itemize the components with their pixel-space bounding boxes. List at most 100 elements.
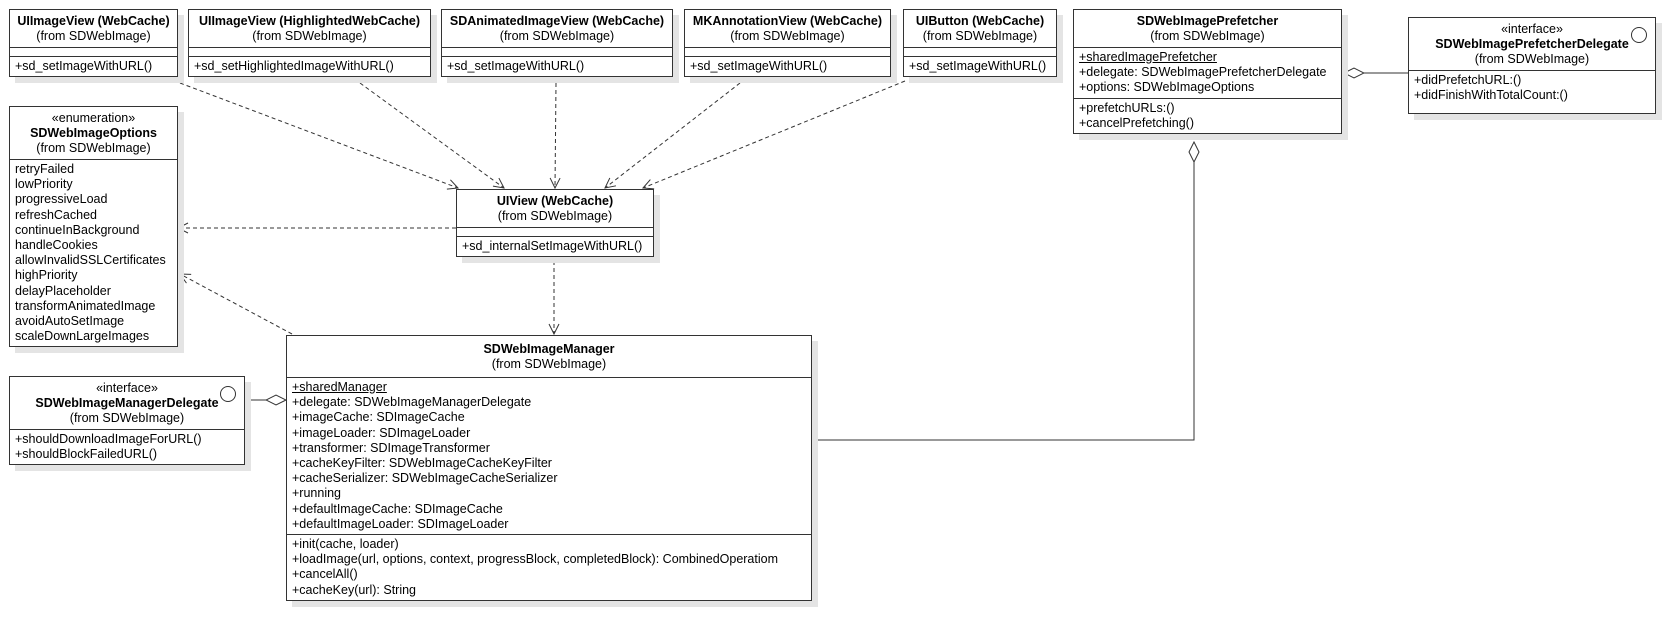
method: +loadImage(url, options, context, progre… xyxy=(292,552,778,567)
attributes-section xyxy=(457,227,653,236)
class-package: (from SDWebImage) xyxy=(497,209,613,223)
class-mkannotationview-webcache[interactable]: MKAnnotationView (WebCache) (from SDWebI… xyxy=(684,9,891,78)
attribute: +running xyxy=(292,486,341,501)
attributes-section xyxy=(10,47,177,56)
method: +sd_setImageWithURL() xyxy=(690,59,828,73)
class-name: SDWebImageManager xyxy=(483,342,615,356)
interface-circle-icon xyxy=(220,386,236,402)
enum-value: transformAnimatedImage xyxy=(15,298,156,313)
enum-values-section: retryFailed lowPriority progressiveLoad … xyxy=(10,159,177,346)
static-attribute: +sharedManager xyxy=(292,380,387,394)
attribute: +imageLoader: SDImageLoader xyxy=(292,425,471,440)
enum-value: scaleDownLargeImages xyxy=(15,329,150,344)
method: +cancelAll() xyxy=(292,567,358,582)
class-name: UIView (WebCache) xyxy=(496,194,614,208)
class-package: (from SDWebImage) xyxy=(491,357,607,371)
class-header: SDAnimatedImageView (WebCache) (from SDW… xyxy=(442,10,672,47)
class-uiimageview-highlighted-webcache[interactable]: UIImageView (HighlightedWebCache) (from … xyxy=(188,9,431,78)
method: +cancelPrefetching() xyxy=(1079,115,1194,130)
methods-section: +sd_setImageWithURL() xyxy=(904,56,1056,76)
class-name: SDWebImagePrefetcher xyxy=(1136,14,1279,28)
dependency-manager-options xyxy=(180,274,293,335)
attribute: +cacheKeyFilter: SDWebImageCacheKeyFilte… xyxy=(292,456,552,471)
class-name: SDWebImagePrefetcherDelegate xyxy=(1435,37,1629,51)
class-sdanimatedimageview-webcache[interactable]: SDAnimatedImageView (WebCache) (from SDW… xyxy=(441,9,673,78)
class-package: (from SDWebImage) xyxy=(1474,52,1590,66)
class-header: UIView (WebCache) (from SDWebImage) xyxy=(457,190,653,227)
class-name: MKAnnotationView (WebCache) xyxy=(692,14,883,28)
method: +sd_setHighlightedImageWithURL() xyxy=(194,59,394,73)
method: +cacheKey(url): String xyxy=(292,582,417,597)
methods-section: +init(cache, loader) +loadImage(url, opt… xyxy=(287,534,811,600)
attributes-section xyxy=(904,47,1056,56)
dependency-uiimageview-uiview xyxy=(179,82,458,188)
methods-section: +prefetchURLs:() +cancelPrefetching() xyxy=(1074,97,1341,133)
class-package: (from SDWebImage) xyxy=(922,29,1038,43)
dependency-animated-uiview xyxy=(555,82,556,188)
class-header: UIButton (WebCache) (from SDWebImage) xyxy=(904,10,1056,47)
methods-section: +sd_setHighlightedImageWithURL() xyxy=(189,56,430,76)
class-name: SDWebImageOptions xyxy=(30,126,157,140)
class-uiview-webcache[interactable]: UIView (WebCache) (from SDWebImage) +sd_… xyxy=(456,189,654,258)
static-attribute: +sharedImagePrefetcher xyxy=(1079,50,1217,64)
attributes-section xyxy=(685,47,890,56)
class-sdwebimageprefetcher[interactable]: SDWebImagePrefetcher (from SDWebImage) +… xyxy=(1073,9,1342,135)
class-sdwebimagemanager[interactable]: SDWebImageManager (from SDWebImage) +sha… xyxy=(286,335,812,601)
enum-value: retryFailed xyxy=(15,162,75,176)
attribute: +delegate: SDWebImageManagerDelegate xyxy=(292,395,532,410)
attribute: +defaultImageCache: SDImageCache xyxy=(292,501,503,516)
method: +init(cache, loader) xyxy=(292,537,399,552)
enum-value: refreshCached xyxy=(15,207,97,222)
class-package: (from SDWebImage) xyxy=(252,29,367,43)
method: +didPrefetchURL:() xyxy=(1414,73,1522,87)
class-header: «interface» SDWebImageManagerDelegate (f… xyxy=(10,377,244,429)
enum-value: progressiveLoad xyxy=(15,192,108,207)
class-uiimageview-webcache[interactable]: UIImageView (WebCache) (from SDWebImage)… xyxy=(9,9,178,78)
enumeration-sdwebimageoptions[interactable]: «enumeration» SDWebImageOptions (from SD… xyxy=(9,106,178,348)
attribute: +defaultImageLoader: SDImageLoader xyxy=(292,516,509,531)
class-package: (from SDWebImage) xyxy=(36,29,151,43)
class-name: UIImageView (WebCache) xyxy=(17,14,170,28)
class-header: «interface» SDWebImagePrefetcherDelegate… xyxy=(1409,18,1655,70)
methods-section: +didPrefetchURL:() +didFinishWithTotalCo… xyxy=(1409,70,1655,113)
class-header: SDWebImagePrefetcher (from SDWebImage) xyxy=(1074,10,1341,47)
enum-value: avoidAutoSetImage xyxy=(15,314,125,329)
attributes-section: +sharedManager +delegate: SDWebImageMana… xyxy=(287,377,811,534)
methods-section: +sd_setImageWithURL() xyxy=(442,56,672,76)
dependency-uibutton-uiview xyxy=(643,80,906,188)
class-name: UIButton (WebCache) xyxy=(915,14,1045,28)
method: +shouldDownloadImageForURL() xyxy=(15,432,202,446)
attribute: +imageCache: SDImageCache xyxy=(292,410,465,425)
interface-sdwebimageprefetcherdelegate[interactable]: «interface» SDWebImagePrefetcherDelegate… xyxy=(1408,17,1656,115)
attributes-section xyxy=(442,47,672,56)
methods-section: +shouldDownloadImageForURL() +shouldBloc… xyxy=(10,429,244,464)
class-header: SDWebImageManager (from SDWebImage) xyxy=(287,336,811,377)
attributes-section: +sharedImagePrefetcher +delegate: SDWebI… xyxy=(1074,47,1341,98)
class-package: (from SDWebImage) xyxy=(730,29,845,43)
class-name: SDAnimatedImageView (WebCache) xyxy=(449,14,665,28)
method: +prefetchURLs:() xyxy=(1079,100,1175,115)
class-name: UIImageView (HighlightedWebCache) xyxy=(198,14,421,28)
class-name: SDWebImageManagerDelegate xyxy=(35,396,219,410)
method: +sd_setImageWithURL() xyxy=(15,59,153,73)
class-header: UIImageView (WebCache) (from SDWebImage) xyxy=(10,10,177,47)
enum-value: handleCookies xyxy=(15,238,98,253)
enum-value: highPriority xyxy=(15,268,78,283)
interface-sdwebimagemanagerdelegate[interactable]: «interface» SDWebImageManagerDelegate (f… xyxy=(9,376,245,466)
method: +sd_setImageWithURL() xyxy=(909,59,1047,73)
method: +didFinishWithTotalCount:() xyxy=(1414,88,1568,103)
dependency-highlighted-uiview xyxy=(359,82,504,188)
methods-section: +sd_setImageWithURL() xyxy=(10,56,177,76)
enum-value: lowPriority xyxy=(15,177,73,192)
class-package: (from SDWebImage) xyxy=(499,29,615,43)
method: +sd_internalSetImageWithURL() xyxy=(462,239,643,253)
methods-section: +sd_setImageWithURL() xyxy=(685,56,890,76)
methods-section: +sd_internalSetImageWithURL() xyxy=(457,236,653,256)
class-header: UIImageView (HighlightedWebCache) (from … xyxy=(189,10,430,47)
attribute: +cacheSerializer: SDWebImageCacheSeriali… xyxy=(292,471,558,486)
attribute: +transformer: SDImageTransformer xyxy=(292,440,490,455)
enum-value: allowInvalidSSLCertificates xyxy=(15,253,166,268)
class-header: «enumeration» SDWebImageOptions (from SD… xyxy=(10,107,177,159)
class-uibutton-webcache[interactable]: UIButton (WebCache) (from SDWebImage) +s… xyxy=(903,9,1057,78)
